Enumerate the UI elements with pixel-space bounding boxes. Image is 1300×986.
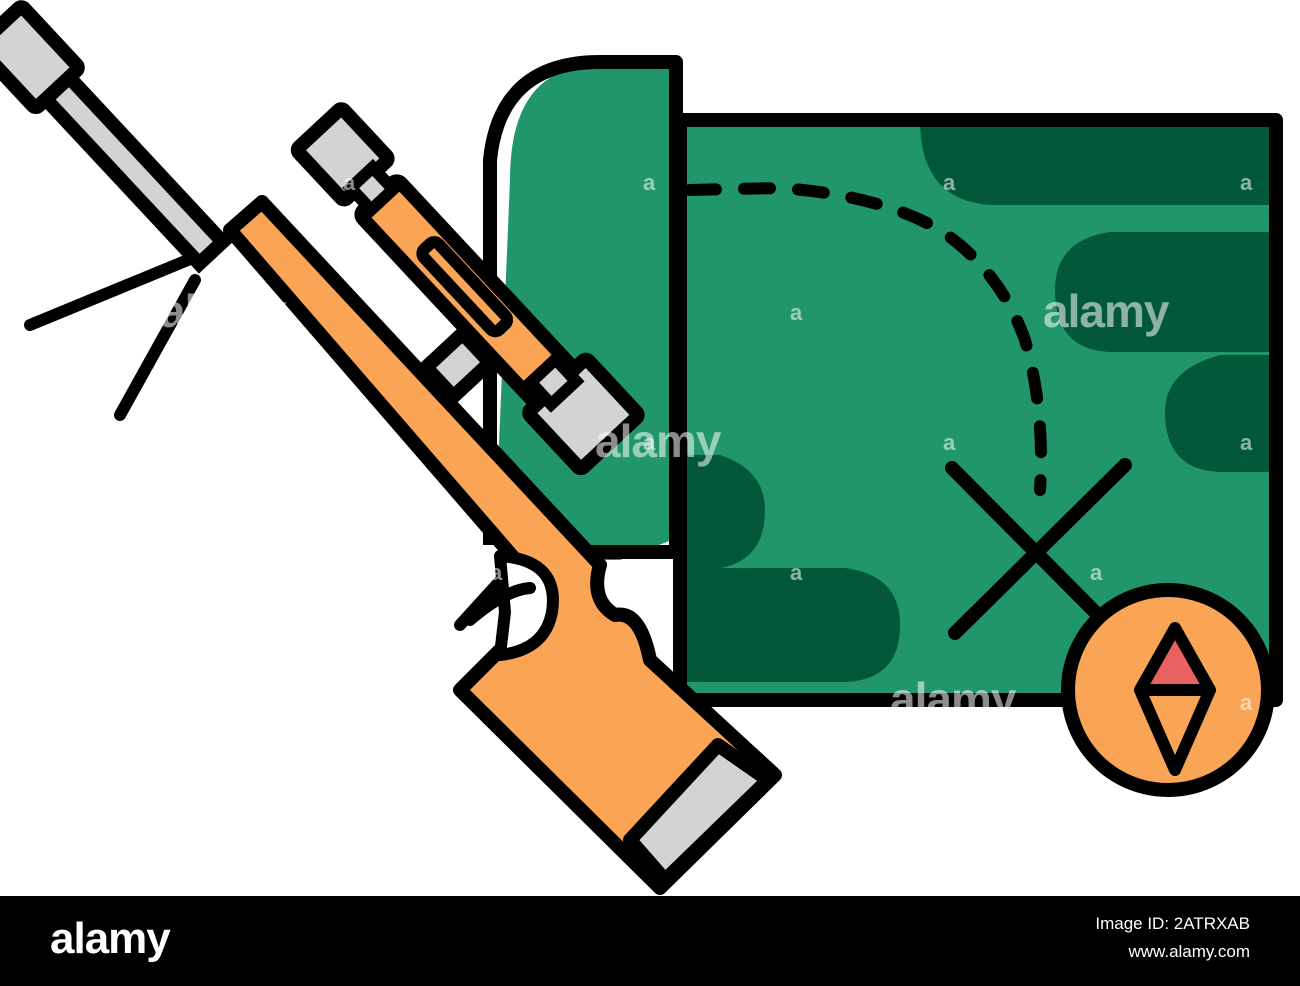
scope-window (416, 236, 514, 338)
rifle-butt-plate (623, 738, 775, 887)
image-id-label: Image ID: 2ATRXAB (1095, 914, 1250, 933)
rifle-muzzle (0, 0, 85, 115)
watermark-letter: a (1240, 430, 1253, 455)
watermark-letter: a (943, 170, 956, 195)
watermark-word: alamy (595, 415, 721, 467)
compass-icon (1061, 583, 1275, 797)
treasure-x-mark (945, 458, 1132, 640)
map-route-dashed (684, 181, 1047, 496)
map-roll (495, 65, 672, 560)
watermark-letter: a (1240, 170, 1253, 195)
map-terrain (680, 120, 1276, 682)
stock-footer-bar: alamy Image ID: 2ATRXAB www.alamy.com (0, 896, 1300, 986)
watermark-letter: a (490, 560, 503, 585)
rifle-icon (0, 0, 782, 895)
treasure-map-icon (483, 55, 1283, 707)
watermark-letter: a (1090, 560, 1103, 585)
image-id-block: Image ID: 2ATRXAB www.alamy.com (1095, 910, 1250, 966)
site-url: www.alamy.com (1128, 942, 1250, 961)
watermark-word: alamy (160, 285, 286, 337)
watermark-word: alamy (890, 673, 1016, 725)
watermark-letter: a (943, 430, 956, 455)
watermark-letter: a (1240, 690, 1253, 715)
watermark-letter: a (643, 170, 656, 195)
rifle-trigger-guard (494, 550, 559, 661)
compass-needle-north (1140, 628, 1210, 690)
watermark-letter: a (643, 430, 656, 455)
hunting-map-illustration (0, 0, 1283, 895)
rifle-barrel (32, 63, 233, 274)
alamy-logo: alamy (50, 914, 171, 963)
watermark-letter: a (790, 300, 803, 325)
watermark-word: alamy (1043, 285, 1169, 337)
watermark-letter: a (790, 560, 803, 585)
watermark-letter: a (343, 170, 356, 195)
